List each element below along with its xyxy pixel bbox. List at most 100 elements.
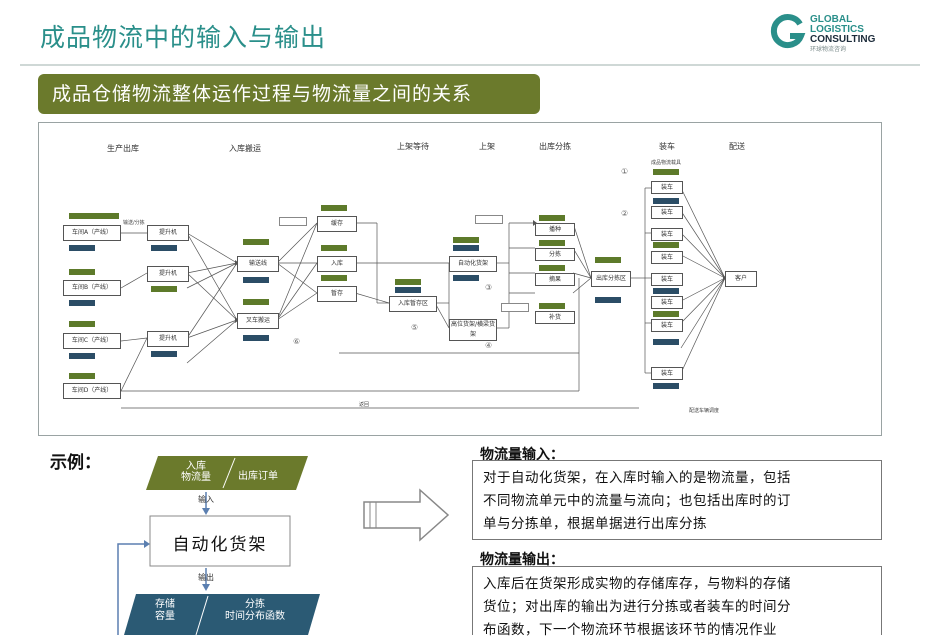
buffer-node: 缓存 <box>317 216 357 232</box>
flow-tag <box>243 277 269 283</box>
stage-loading: 装车 <box>659 142 675 151</box>
logo-g-icon <box>770 14 806 48</box>
flow-tag <box>93 213 119 219</box>
example-output-right-line1: 分拣 <box>245 599 265 610</box>
output-panel-line: 入库后在货架形成实物的存储库存，与物料的存储 <box>483 576 791 592</box>
flow-tag <box>69 245 95 251</box>
pick-node: 摘果 <box>535 273 575 286</box>
input-panel-line: 对于自动化货架，在入库时输入的是物流量，包括 <box>483 470 791 486</box>
flow-tag <box>69 300 95 306</box>
transfer-node: 提升机 <box>147 266 189 282</box>
customer-node: 客户 <box>725 271 757 287</box>
logo-subtitle: 环球物流咨询 <box>810 47 847 53</box>
output-panel: 入库后在货架形成实物的存储库存，与物料的存储 货位；对出库的输出为进行分拣或者装… <box>472 566 882 638</box>
flow-tag <box>453 245 479 251</box>
flow-tag <box>653 198 679 204</box>
dock-node: 装车 <box>651 206 683 219</box>
example-output-left-line2: 容量 <box>155 611 175 622</box>
pick-node: 分拣 <box>535 248 575 261</box>
flow-tag <box>395 287 421 293</box>
flow-tag <box>279 217 307 226</box>
flow-tag <box>69 321 95 327</box>
bottom-right-note: 配送车辆调度 <box>689 408 720 414</box>
return-note: 返回 <box>359 402 370 408</box>
stage-putaway-wait: 上架等待 <box>397 142 429 151</box>
flow-tag <box>321 275 347 281</box>
buffer-node: 入库 <box>317 256 357 272</box>
flow-tag <box>653 311 679 317</box>
flow-tag <box>539 265 565 271</box>
flow-tag <box>395 279 421 285</box>
flow-tag <box>475 215 503 224</box>
dock-node: 装车 <box>651 296 683 309</box>
flow-tag <box>69 373 95 379</box>
production-line-node: 车间D（产线） <box>63 383 121 399</box>
logo-line-3: CONSULTING <box>810 34 876 45</box>
logo-line-2: LOGISTICS <box>810 24 864 35</box>
dock-node: 装车 <box>651 273 683 286</box>
dock-node: 装车 <box>651 367 683 380</box>
stream-note: 输送/分拣 <box>123 220 145 226</box>
flow-tag <box>151 245 177 251</box>
inbound-node: 叉车搬运 <box>237 313 279 329</box>
example-out-arrow-label: 输出 <box>198 573 214 582</box>
flow-tag <box>539 215 565 221</box>
example-label: 示例： <box>50 453 101 473</box>
flow-tag <box>243 299 269 305</box>
circled-number: ④ <box>485 341 493 350</box>
flow-tag <box>595 297 621 303</box>
flow-tag <box>653 383 679 389</box>
page-title: 成品物流中的输入与输出 <box>40 23 327 52</box>
dock-node: 装车 <box>651 181 683 194</box>
flow-tag <box>243 239 269 245</box>
logo-wordmark: GLOBAL LOGISTICS CONSULTING 环球物流咨询 <box>810 15 875 55</box>
flow-tag <box>653 339 679 345</box>
flow-tag <box>321 245 347 251</box>
example-input-left-line1: 入库 <box>186 461 206 472</box>
stage-delivery: 配送 <box>729 142 745 151</box>
flow-tag <box>653 288 679 294</box>
flow-tag <box>539 303 565 309</box>
flow-tag <box>321 205 347 211</box>
logistics-flow-diagram: 生产出库 入库搬运 上架等待 上架 出库分拣 装车 配送 车间A（产线） 车间B… <box>38 122 882 436</box>
circled-number: ① <box>621 167 629 176</box>
flow-tag <box>653 242 679 248</box>
flow-tag <box>453 237 479 243</box>
pick-node: 播种 <box>535 223 575 236</box>
example-center-box: 自动化货架 <box>172 535 268 555</box>
flow-tag <box>69 353 95 359</box>
flow-tag <box>453 275 479 281</box>
flow-tag <box>151 351 177 357</box>
right-arrow-icon <box>363 488 450 542</box>
dock-node: 装车 <box>651 251 683 264</box>
inbound-node: 输送线 <box>237 256 279 272</box>
buffer-node: 暂存 <box>317 286 357 302</box>
input-panel-line: 单与分拣单，根据单据进行出库分拣 <box>483 516 707 532</box>
output-panel-line: 布函数，下一个物流环节根据该环节的情况作业 <box>483 622 777 638</box>
production-line-node: 车间A（产线） <box>63 225 121 241</box>
pick-node: 补货 <box>535 311 575 324</box>
example-input-right: 出库订单 <box>238 471 278 482</box>
dock-node: 装车 <box>651 319 683 332</box>
top-right-note: 成品物流载具 <box>651 160 682 166</box>
circled-number: ⑥ <box>293 337 301 346</box>
flow-tag <box>243 335 269 341</box>
transfer-node: 提升机 <box>147 225 189 241</box>
logo-line-1: GLOBAL <box>810 14 853 25</box>
example-input-left: 入库 物流量 <box>176 461 216 483</box>
flow-tag <box>69 213 95 219</box>
flow-tag <box>653 169 679 175</box>
flow-tag <box>501 303 529 312</box>
company-logo: GLOBAL LOGISTICS CONSULTING 环球物流咨询 <box>770 14 890 53</box>
example-diagram <box>117 456 320 635</box>
example-in-arrow-label: 输入 <box>198 495 214 504</box>
example-output-left: 存储 容量 <box>145 599 185 623</box>
output-panel-title: 物流量输出： <box>480 552 564 568</box>
stage-putaway: 上架 <box>479 142 495 151</box>
stage-inbound-handling: 入库搬运 <box>229 144 261 153</box>
flow-connectors <box>120 187 727 409</box>
input-panel: 对于自动化货架，在入库时输入的是物流量，包括 不同物流单元中的流量与流向；也包括… <box>472 460 882 540</box>
transfer-node: 提升机 <box>147 331 189 347</box>
input-panel-line: 不同物流单元中的流量与流向；也包括出库时的订 <box>483 493 791 509</box>
flow-tag <box>595 257 621 263</box>
